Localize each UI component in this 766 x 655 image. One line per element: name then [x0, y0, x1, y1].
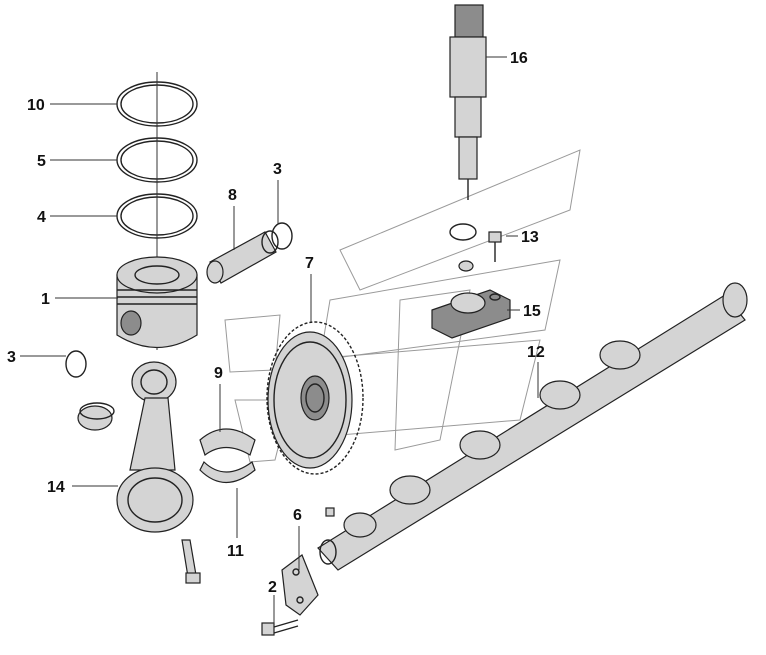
injector-clamp [431, 289, 511, 339]
piston [116, 256, 198, 349]
bearing-lower [199, 461, 256, 483]
clamp-bolt [488, 231, 502, 262]
label-camshaft: 12 [527, 344, 545, 361]
label-cam-plate: 6 [293, 507, 302, 524]
rod-bushing [77, 402, 115, 431]
snap-ring-left [65, 350, 87, 378]
label-ring-4: 4 [37, 209, 46, 226]
cam-gear [266, 321, 364, 475]
label-piston-pin: 8 [228, 187, 237, 204]
snap-ring-top [271, 222, 293, 250]
label-connecting-rod: 14 [47, 479, 65, 496]
connecting-rod [116, 361, 194, 533]
label-clamp-bolt: 13 [521, 229, 539, 246]
label-ring-10: 10 [27, 97, 45, 114]
piston-pin [206, 230, 279, 284]
label-ring-5: 5 [37, 153, 46, 170]
label-injector: 16 [510, 50, 528, 67]
label-plate-bolt: 2 [268, 579, 277, 596]
label-snap-ring-top: 3 [273, 161, 282, 178]
plate-bolt [261, 619, 299, 636]
label-piston: 1 [41, 291, 50, 308]
label-bearing-upper: 9 [214, 365, 223, 382]
bearing-upper [199, 428, 256, 456]
label-bearing-lower: 11 [227, 543, 244, 560]
label-cam-gear: 7 [305, 255, 314, 272]
leader-lines [20, 56, 539, 624]
camshaft [317, 282, 748, 571]
label-snap-ring-left: 3 [7, 349, 16, 366]
rod-bolt [181, 539, 201, 584]
injector-seal [449, 223, 477, 272]
camshaft-key [325, 507, 335, 517]
part-labels: 10 5 4 1 3 8 3 7 9 11 14 6 2 12 15 13 16 [7, 50, 545, 596]
cam-plate [281, 554, 319, 616]
label-injector-clamp: 15 [523, 303, 541, 320]
injector [449, 4, 487, 200]
